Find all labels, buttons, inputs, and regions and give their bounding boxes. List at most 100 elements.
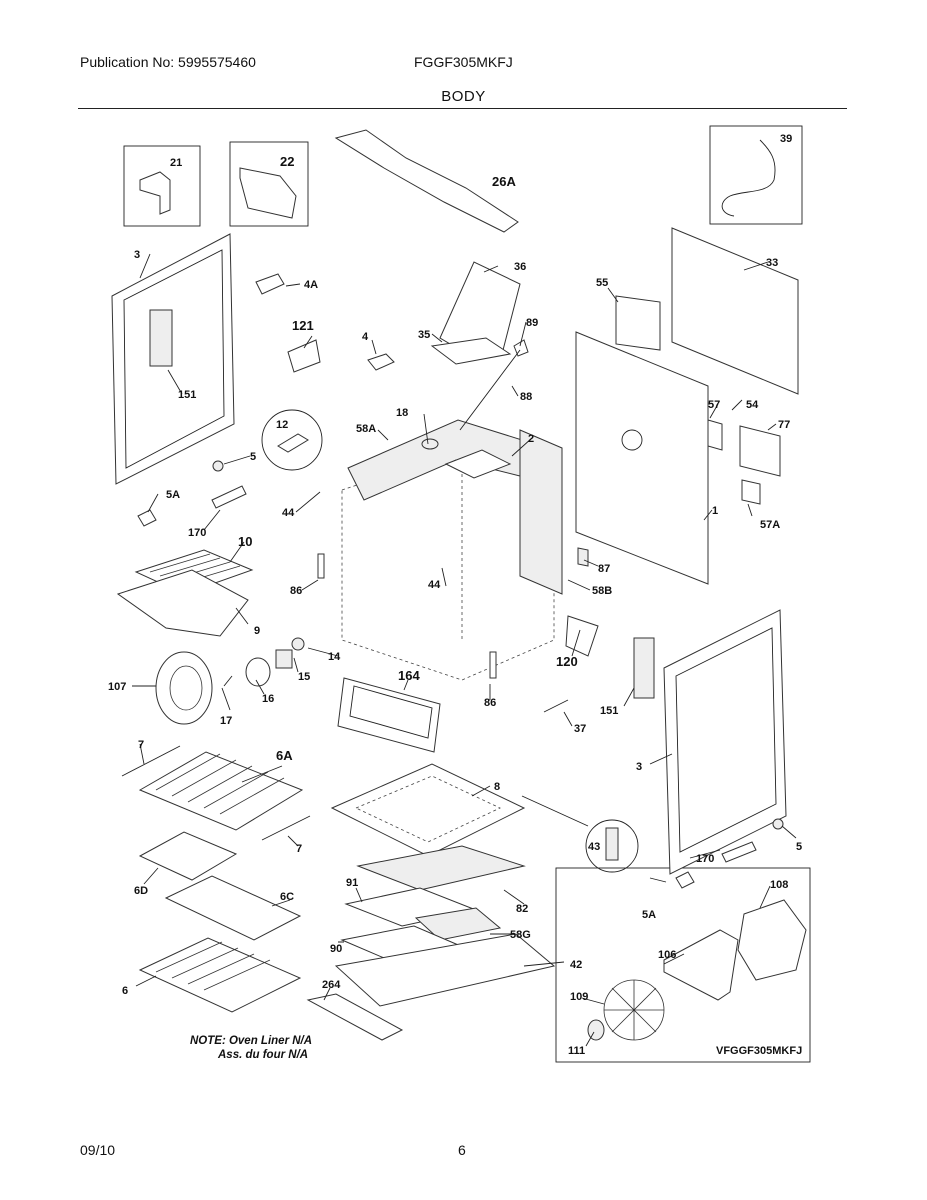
part-82-shape [356,845,526,891]
part-1-shape [575,331,709,585]
part-16-shape [245,657,271,687]
part-label: 42 [570,959,582,971]
part-label: 36 [514,261,526,273]
part-43-detail-circle [585,819,639,873]
inset-box-22 [229,141,309,227]
part-label: 7 [296,843,302,855]
part-label: 89 [526,317,538,329]
part-label: 121 [292,318,314,333]
part-3-right-shape [663,609,787,875]
part-label: 91 [346,877,358,889]
part-label: 3 [134,249,140,261]
part-107-inner [169,665,203,711]
part-5-right-shape [772,818,784,830]
part-label: 77 [778,419,790,431]
part-15-shape [275,649,293,669]
part-label: 10 [238,534,252,549]
part-7-right-shape [261,815,311,841]
part-label: 58G [510,929,531,941]
part-6-rack-shape [138,937,302,1013]
part-111-shape [587,1019,605,1041]
part-18-shape [421,438,439,450]
part-label: 58B [592,585,612,597]
part-label: 170 [188,527,206,539]
part-label: 39 [780,133,792,145]
part-264-shape [306,993,404,1041]
leader-lines [132,253,797,1047]
part-label: 12 [276,419,288,431]
part-label: 18 [396,407,408,419]
part-3-left-shape [111,233,235,485]
part-14-shape [291,637,305,651]
part-151-right-shape [633,637,655,699]
part-label: 5 [796,841,802,853]
part-label: 151 [178,389,196,401]
part-7-left-shape [121,745,181,777]
part-label: 35 [418,329,430,341]
part-77-shape [739,425,781,477]
inset-model-code: VFGGF305MKFJ [716,1045,802,1057]
part-22-shape [239,167,297,219]
part-label: 43 [588,841,600,853]
part-109-blades [604,980,664,1040]
part-label: 4 [362,331,369,343]
part-label: 9 [254,625,260,637]
part-label: 21 [170,157,182,169]
part-42-shape [334,933,556,1007]
part-label: 90 [330,943,342,955]
part-label: 5A [642,909,656,921]
part-8-inner [355,775,501,843]
footer-page-number: 6 [458,1142,466,1158]
part-8-shape [330,763,526,857]
part-12-shape [277,433,309,453]
part-43-shape [605,827,619,861]
part-label: 57 [708,399,720,411]
part-label: 87 [598,563,610,575]
part-6-rack-grid [155,941,271,991]
part-9-shape [116,569,249,637]
part-5A-left-shape [137,509,157,527]
part-58G-shape [414,907,502,941]
part-1-hole [621,429,643,451]
part-170-left-shape [211,485,247,509]
part-39-shape [721,139,776,217]
part-57A-shape [741,479,761,505]
part-43-leader [521,795,589,827]
part-label: 8 [494,781,500,793]
part-108-shape [737,899,807,981]
part-label: 6D [134,885,148,897]
part-label: 170 [696,853,714,865]
part-label: 5 [250,451,256,463]
part-label: 82 [516,903,528,915]
part-label: 26A [492,174,516,189]
section-title: BODY [441,88,486,105]
inset-box-39 [709,125,803,225]
part-label: 120 [556,654,578,669]
part-label: 22 [280,154,294,169]
part-label: 109 [570,991,588,1003]
part-label: 264 [322,979,341,991]
part-label: 44 [282,507,295,519]
note-oven-liner-fr: Ass. du four N/A [217,1049,308,1061]
part-37-shape [543,699,569,713]
part-5-left-shape [212,460,224,472]
part-label: 6C [280,891,294,903]
part-label: 3 [636,761,642,773]
part-164-inner [349,685,433,739]
part-label: 17 [220,715,232,727]
part-10-grill [149,553,241,585]
part-label: 37 [574,723,586,735]
part-26A-shape [334,129,519,233]
part-86-right-shape [489,651,497,679]
note-oven-liner: NOTE: Oven Liner N/A [190,1035,312,1047]
part-35-shape [430,337,512,365]
part-label: 164 [398,668,420,683]
part-label: 33 [766,257,778,269]
part-label: 2 [528,433,534,445]
part-label: 15 [298,671,310,683]
part-58B-shape [519,429,563,595]
part-label: 5A [166,489,180,501]
part-6A-grid [155,753,285,815]
part-label: 88 [520,391,532,403]
